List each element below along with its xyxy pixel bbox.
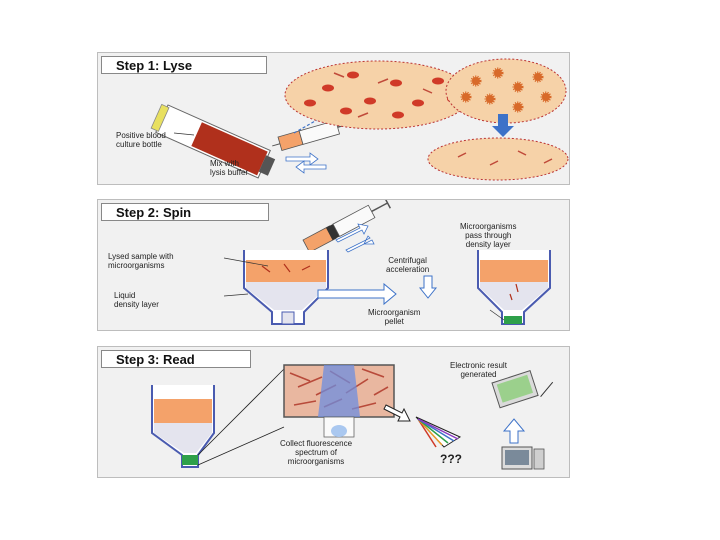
step3-panel: Step 3: Read bbox=[97, 346, 570, 478]
blood-cells-dish-icon bbox=[284, 60, 472, 130]
step2-illustration bbox=[223, 200, 551, 325]
label-microorganism-pellet: Microorganism pellet bbox=[368, 308, 421, 326]
lysed-cells-dish-icon bbox=[445, 58, 567, 124]
step3-illustration bbox=[151, 364, 554, 470]
blood-culture-bottle-icon bbox=[150, 103, 276, 179]
label-pass-through-density-layer: Microorganisms pass through density laye… bbox=[460, 222, 517, 249]
computer-icon bbox=[501, 446, 545, 470]
label-unknown: ??? bbox=[440, 452, 462, 466]
label-centrifugal-acceleration: Centrifugal acceleration bbox=[386, 256, 430, 274]
centrifuge-tube-read-icon bbox=[151, 385, 215, 468]
step2-title: Step 2: Spin bbox=[101, 203, 269, 221]
label-liquid-density-layer: Liquid density layer bbox=[114, 291, 159, 309]
step1-illustration bbox=[150, 58, 569, 181]
label-blood-culture-bottle: Positive blood culture bottle bbox=[116, 131, 166, 149]
sample-syringe-icon bbox=[302, 200, 391, 253]
label-electronic-result: Electronic result generated bbox=[450, 361, 507, 379]
magnified-pellet-view-icon bbox=[283, 364, 395, 438]
step1-panel: Step 1: Lyse bbox=[97, 52, 570, 185]
label-lysed-sample: Lysed sample with microorganisms bbox=[108, 252, 174, 270]
step1-title: Step 1: Lyse bbox=[101, 56, 267, 74]
mix-arrows-icon bbox=[285, 152, 327, 174]
label-collect-fluorescence: Collect fluorescence spectrum of microor… bbox=[280, 439, 353, 466]
tablet-result-icon bbox=[491, 370, 554, 409]
microorganisms-dish-icon bbox=[427, 137, 569, 181]
label-mix-lysis-buffer: Mix with lysis buffer bbox=[210, 159, 249, 177]
down-arrow-icon bbox=[492, 114, 514, 137]
centrifuge-tube-left-icon bbox=[243, 250, 329, 325]
step3-title: Step 3: Read bbox=[101, 350, 251, 368]
step2-panel: Step 2: Spin bbox=[97, 199, 570, 331]
spectrum-prism-icon bbox=[415, 416, 462, 448]
centrifuge-tube-right-icon bbox=[477, 250, 551, 325]
